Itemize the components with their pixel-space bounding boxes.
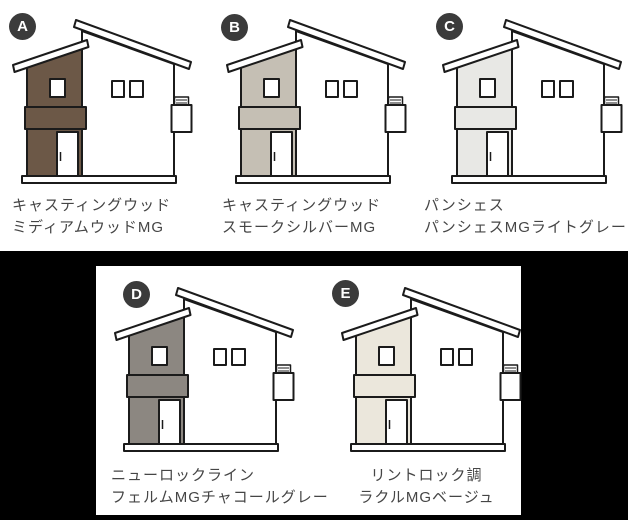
option-card-e: E リントロック調 ラクルMGベージュ: [329, 268, 534, 518]
option-caption-a: キャスティングウッド ミディアムウッドMG: [0, 195, 217, 239]
color-name: ミディアムウッドMG: [12, 219, 165, 236]
color-name: フェルムMGチャコールグレー: [111, 489, 329, 506]
house-illustration-icon: [329, 268, 529, 458]
option-badge-a: A: [9, 13, 36, 40]
option-card-a: A キャスティングウッド ミディアムウッドMG: [0, 0, 205, 250]
bottom-panel: D ニューロックライン フェルムMGチャコールグレー E リントロック調 ラクル…: [96, 266, 521, 515]
color-name: ラクルMGベージュ: [358, 489, 495, 506]
product-name: キャスティングウッド: [12, 197, 172, 214]
color-name: パンシェスMGライトグレー: [424, 219, 627, 236]
option-badge-e: E: [332, 280, 359, 307]
product-name: リントロック調: [370, 467, 483, 484]
product-name: ニューロックライン: [111, 467, 256, 484]
option-badge-c: C: [436, 13, 463, 40]
top-row: A キャスティングウッド ミディアムウッドMG B キャスティングウッド スモー…: [0, 0, 628, 251]
option-card-b: B キャスティングウッド スモークシルバーMG: [210, 0, 415, 250]
color-name: スモークシルバーMG: [222, 219, 377, 236]
option-badge-b: B: [221, 14, 248, 41]
option-badge-d: D: [123, 281, 150, 308]
option-card-d: D ニューロックライン フェルムMGチャコールグレー: [102, 268, 328, 518]
option-card-c: C パンシェス パンシェスMGライトグレー: [420, 0, 628, 250]
option-caption-d: ニューロックライン フェルムMGチャコールグレー: [102, 465, 329, 509]
option-caption-b: キャスティングウッド スモークシルバーMG: [210, 195, 427, 239]
bottom-section: D ニューロックライン フェルムMGチャコールグレー E リントロック調 ラクル…: [0, 251, 628, 520]
product-name: キャスティングウッド: [222, 197, 382, 214]
product-name: パンシェス: [424, 197, 505, 214]
option-caption-c: パンシェス パンシェスMGライトグレー: [420, 195, 628, 239]
option-caption-e: リントロック調 ラクルMGベージュ: [329, 465, 524, 509]
